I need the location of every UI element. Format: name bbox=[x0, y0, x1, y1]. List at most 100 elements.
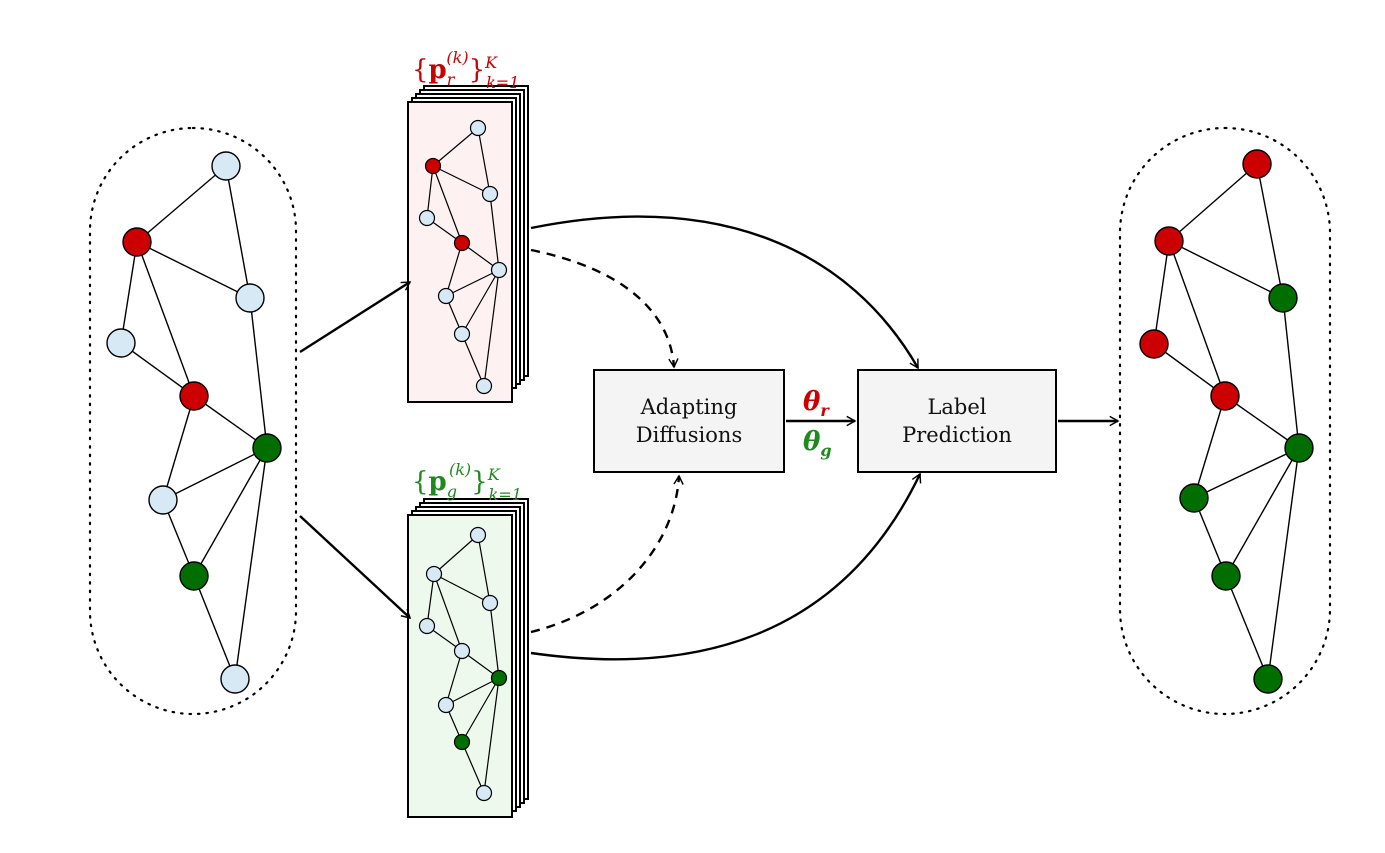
input-graph-edge bbox=[136, 241, 195, 397]
red-diffusion-edge bbox=[426, 165, 434, 219]
output-graph-edge bbox=[1168, 240, 1284, 299]
green-diffusion-stack bbox=[407, 498, 529, 818]
output-graph-edge bbox=[1225, 575, 1269, 680]
green-diffusion-edge bbox=[483, 677, 500, 794]
output-graph-node-red bbox=[1210, 381, 1240, 411]
red-diffusion-edge bbox=[461, 269, 500, 335]
input-graph-node-green bbox=[252, 433, 282, 463]
output-graph-edge bbox=[1193, 395, 1226, 499]
input-graph-edge bbox=[162, 447, 268, 501]
output-graph-edge bbox=[1168, 163, 1258, 242]
red-diffusion-node-red bbox=[424, 157, 442, 175]
green-diffusion-edge bbox=[445, 650, 463, 706]
label-prediction-line1: Label bbox=[927, 395, 986, 419]
theta-g-label: θg bbox=[803, 427, 832, 460]
green-diffusion-node-blue bbox=[418, 617, 436, 635]
input-graph-node-blue bbox=[220, 664, 250, 694]
red-diffusion-node-blue bbox=[437, 287, 455, 305]
red-diffusion-edge bbox=[432, 127, 479, 167]
theta-r-label: θr bbox=[803, 387, 830, 420]
green-diffusion-edge bbox=[426, 573, 435, 627]
input-graph-node-blue bbox=[211, 151, 241, 181]
red-diffusion-stack bbox=[407, 85, 529, 403]
output-graph-node-green bbox=[1179, 483, 1209, 513]
input-graph-edge bbox=[193, 575, 236, 680]
green-diffusion-graph bbox=[418, 526, 508, 802]
green-diffusion-edge bbox=[433, 534, 479, 575]
green-diffusion-node-blue bbox=[469, 526, 487, 544]
input-graph-node-red bbox=[122, 227, 152, 257]
adapting-diffusions-line2: Diffusions bbox=[636, 423, 742, 447]
green-diffusion-edge bbox=[461, 741, 485, 794]
output-graph-edge bbox=[1256, 163, 1284, 299]
green-diffusion-node-blue bbox=[425, 565, 443, 583]
green-diffusion-edge bbox=[445, 677, 500, 706]
green-diffusion-card bbox=[407, 514, 513, 818]
input-graph-edge bbox=[136, 165, 227, 243]
red-diffusion-edge bbox=[483, 269, 500, 387]
output-graph bbox=[1139, 149, 1314, 694]
red-diffusion-edge bbox=[445, 242, 463, 297]
red-diffusion-node-blue bbox=[475, 377, 493, 395]
green-diffusion-node-green bbox=[490, 669, 508, 687]
output-graph-edge bbox=[1168, 240, 1226, 397]
output-graph-edge bbox=[1267, 447, 1300, 680]
red-diffusion-node-blue bbox=[418, 209, 436, 227]
input-graph-node-blue bbox=[106, 328, 136, 358]
green-diffusion-node-blue bbox=[475, 784, 493, 802]
label-prediction-box bbox=[857, 369, 1057, 473]
output-graph-edge bbox=[1282, 297, 1300, 449]
input-graph bbox=[106, 151, 282, 694]
output-graph-outline bbox=[1118, 126, 1332, 716]
output-graph-node-green bbox=[1268, 283, 1298, 313]
input-graph-node-blue bbox=[148, 485, 178, 515]
green-diffusion-node-blue bbox=[453, 642, 471, 660]
output-graph-node-green bbox=[1211, 561, 1241, 591]
green-diffusion-node-green bbox=[453, 733, 471, 751]
input-graph-node-red bbox=[179, 381, 209, 411]
input-graph-edge bbox=[234, 447, 268, 680]
arrow-green-stack-to-label-prediction bbox=[530, 472, 922, 661]
green-diffusion-edge bbox=[433, 573, 463, 652]
output-graph-edge bbox=[1225, 447, 1300, 577]
green-diffusion-node-blue bbox=[481, 594, 499, 612]
green-diffusion-edge bbox=[461, 677, 500, 743]
red-diffusion-card bbox=[407, 101, 513, 403]
red-diffusion-edge bbox=[445, 269, 500, 297]
output-graph-node-green bbox=[1253, 664, 1283, 694]
red-diffusion-node-blue bbox=[481, 185, 499, 203]
red-diffusion-node-red bbox=[453, 234, 471, 252]
dashed-arrow-red-stack-to-adapting bbox=[530, 248, 679, 369]
output-graph-node-green bbox=[1284, 433, 1314, 463]
arrow-input-to-red-stack bbox=[299, 280, 412, 354]
input-graph-edge bbox=[136, 241, 251, 299]
input-graph-edge bbox=[193, 395, 268, 449]
green-diffusion-edge bbox=[433, 573, 491, 604]
label-prediction-line2: Prediction bbox=[902, 423, 1012, 447]
input-graph-edge bbox=[249, 297, 268, 449]
input-graph-edge bbox=[120, 241, 138, 344]
green-diffusion-node-blue bbox=[437, 696, 455, 714]
red-diffusion-edge bbox=[461, 333, 485, 387]
red-diffusion-edge bbox=[432, 165, 463, 244]
output-graph-edge bbox=[1224, 395, 1300, 449]
input-graph-edge bbox=[225, 165, 251, 299]
input-graph-node-blue bbox=[235, 283, 265, 313]
input-graph-outline bbox=[88, 126, 298, 716]
adapting-diffusions-line1: Adapting bbox=[640, 395, 738, 419]
output-graph-edge bbox=[1153, 240, 1170, 345]
output-graph-node-red bbox=[1154, 226, 1184, 256]
output-graph-node-red bbox=[1242, 149, 1272, 179]
input-graph-edge bbox=[162, 395, 195, 501]
output-graph-edge bbox=[1193, 447, 1300, 499]
red-diffusion-edge bbox=[432, 165, 491, 195]
arrow-red-stack-to-label-prediction bbox=[530, 215, 920, 370]
adapting-diffusions-box bbox=[593, 369, 785, 473]
input-graph-node-green bbox=[179, 561, 209, 591]
red-diffusion-node-blue bbox=[469, 119, 487, 137]
green-diffusion-edge bbox=[477, 534, 491, 604]
output-graph-node-red bbox=[1139, 329, 1169, 359]
